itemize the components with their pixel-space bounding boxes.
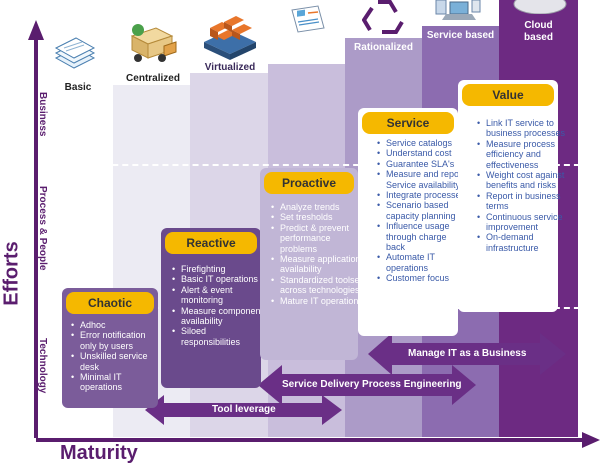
list-item: Predict & prevent performance problems: [271, 223, 366, 254]
service-delivery-label: Service Delivery Process Engineering: [282, 379, 462, 390]
stage-title-value: Value: [462, 84, 554, 106]
column-label-standarized: Standarized: [278, 54, 335, 65]
list-item: Unskilled service desk: [71, 351, 164, 372]
column-label-service-based: Service based: [426, 30, 495, 41]
list-item: Report in business terms: [477, 191, 566, 212]
list-item: Influence usage through charge back: [377, 221, 466, 252]
list-item: Standardized toolset across technologies: [271, 275, 366, 296]
stage-proactive: Proactive Analyze trends Set tresholds P…: [260, 168, 363, 360]
list-item: Alert & event monitoring: [172, 285, 267, 306]
list-item: Analyze trends: [271, 202, 366, 213]
delivery-truck-icon: [126, 22, 180, 73]
list-item: Measure and report Service availability: [377, 169, 466, 190]
list-item: Measure process efficiency and effective…: [477, 139, 566, 170]
stage-title-proactive: Proactive: [264, 172, 354, 194]
stage-service: Service Service catalogs Understand cost…: [358, 108, 465, 336]
stage-value: Value Link IT service to business proces…: [458, 80, 565, 312]
stage-list-chaotic: Adhoc Error notification only by users U…: [70, 320, 164, 393]
list-item: Measure component availability: [172, 306, 267, 327]
list-item: Error notification only by users: [71, 330, 164, 351]
list-item: Understand cost: [377, 148, 466, 159]
list-item: Mature IT operations: [271, 296, 366, 307]
column-label-cloud-based: Cloud based: [499, 20, 578, 44]
list-item: Customer focus: [377, 273, 466, 284]
list-item: Set tresholds: [271, 212, 366, 223]
list-item: Weight cost against benefits and risks: [477, 170, 566, 191]
list-item: Basic IT operations: [172, 274, 267, 285]
stage-title-reactive: Reactive: [165, 232, 257, 254]
list-item: Automate IT operations: [377, 252, 466, 273]
stage-list-proactive: Analyze trends Set tresholds Predict & p…: [270, 202, 366, 306]
list-item: Link IT service to business processes: [477, 118, 566, 139]
recycle-icon: [361, 0, 406, 39]
tool-leverage-label: Tool leverage: [212, 404, 276, 415]
list-item: Measure application availability: [271, 254, 366, 275]
list-item: Guarantee SLA's: [377, 159, 466, 170]
row-divider-upper: [42, 164, 600, 166]
list-item: Continuous service improvement: [477, 212, 566, 233]
list-item: Scenario based capacity planning: [377, 200, 466, 221]
stage-reactive: Reactive Firefighting Basic IT operation…: [161, 228, 263, 388]
stage-title-chaotic: Chaotic: [66, 292, 154, 314]
manage-it-label: Manage IT as a Business: [408, 348, 527, 359]
column-label-basic: Basic: [64, 82, 92, 93]
manage-it-arrow: [368, 333, 566, 375]
stacked-papers-icon: [52, 34, 98, 81]
stage-chaotic: Chaotic Adhoc Error notification only by…: [62, 288, 158, 408]
laptop-network-icon: [432, 0, 482, 29]
column-label-rationalized: Rationalized: [354, 42, 413, 53]
dashboard-screen-icon: [288, 4, 328, 41]
column-label-centralized: Centralized: [126, 73, 180, 84]
column-label-virtualized: Virtualized: [204, 62, 256, 73]
list-item: Firefighting: [172, 264, 267, 275]
stage-list-service: Service catalogs Understand cost Guarant…: [376, 138, 466, 284]
cloud-label-text: Cloud based: [524, 20, 553, 43]
list-item: Adhoc: [71, 320, 164, 331]
stage-list-reactive: Firefighting Basic IT operations Alert &…: [171, 264, 267, 347]
list-item: Minimal IT operations: [71, 372, 164, 393]
tool-leverage-arrow: [145, 395, 342, 425]
service-delivery-arrow: [258, 365, 476, 405]
list-item: Service catalogs: [377, 138, 466, 149]
stage-list-value: Link IT service to business processes Me…: [476, 118, 566, 253]
stage-title-service: Service: [362, 112, 454, 134]
list-item: On-demand infrastructure: [477, 232, 566, 253]
server-blocks-icon: [200, 8, 260, 67]
cloud-icon: [512, 0, 568, 19]
list-item: Siloed responsibilities: [172, 326, 267, 347]
list-item: Integrate processes: [377, 190, 466, 201]
